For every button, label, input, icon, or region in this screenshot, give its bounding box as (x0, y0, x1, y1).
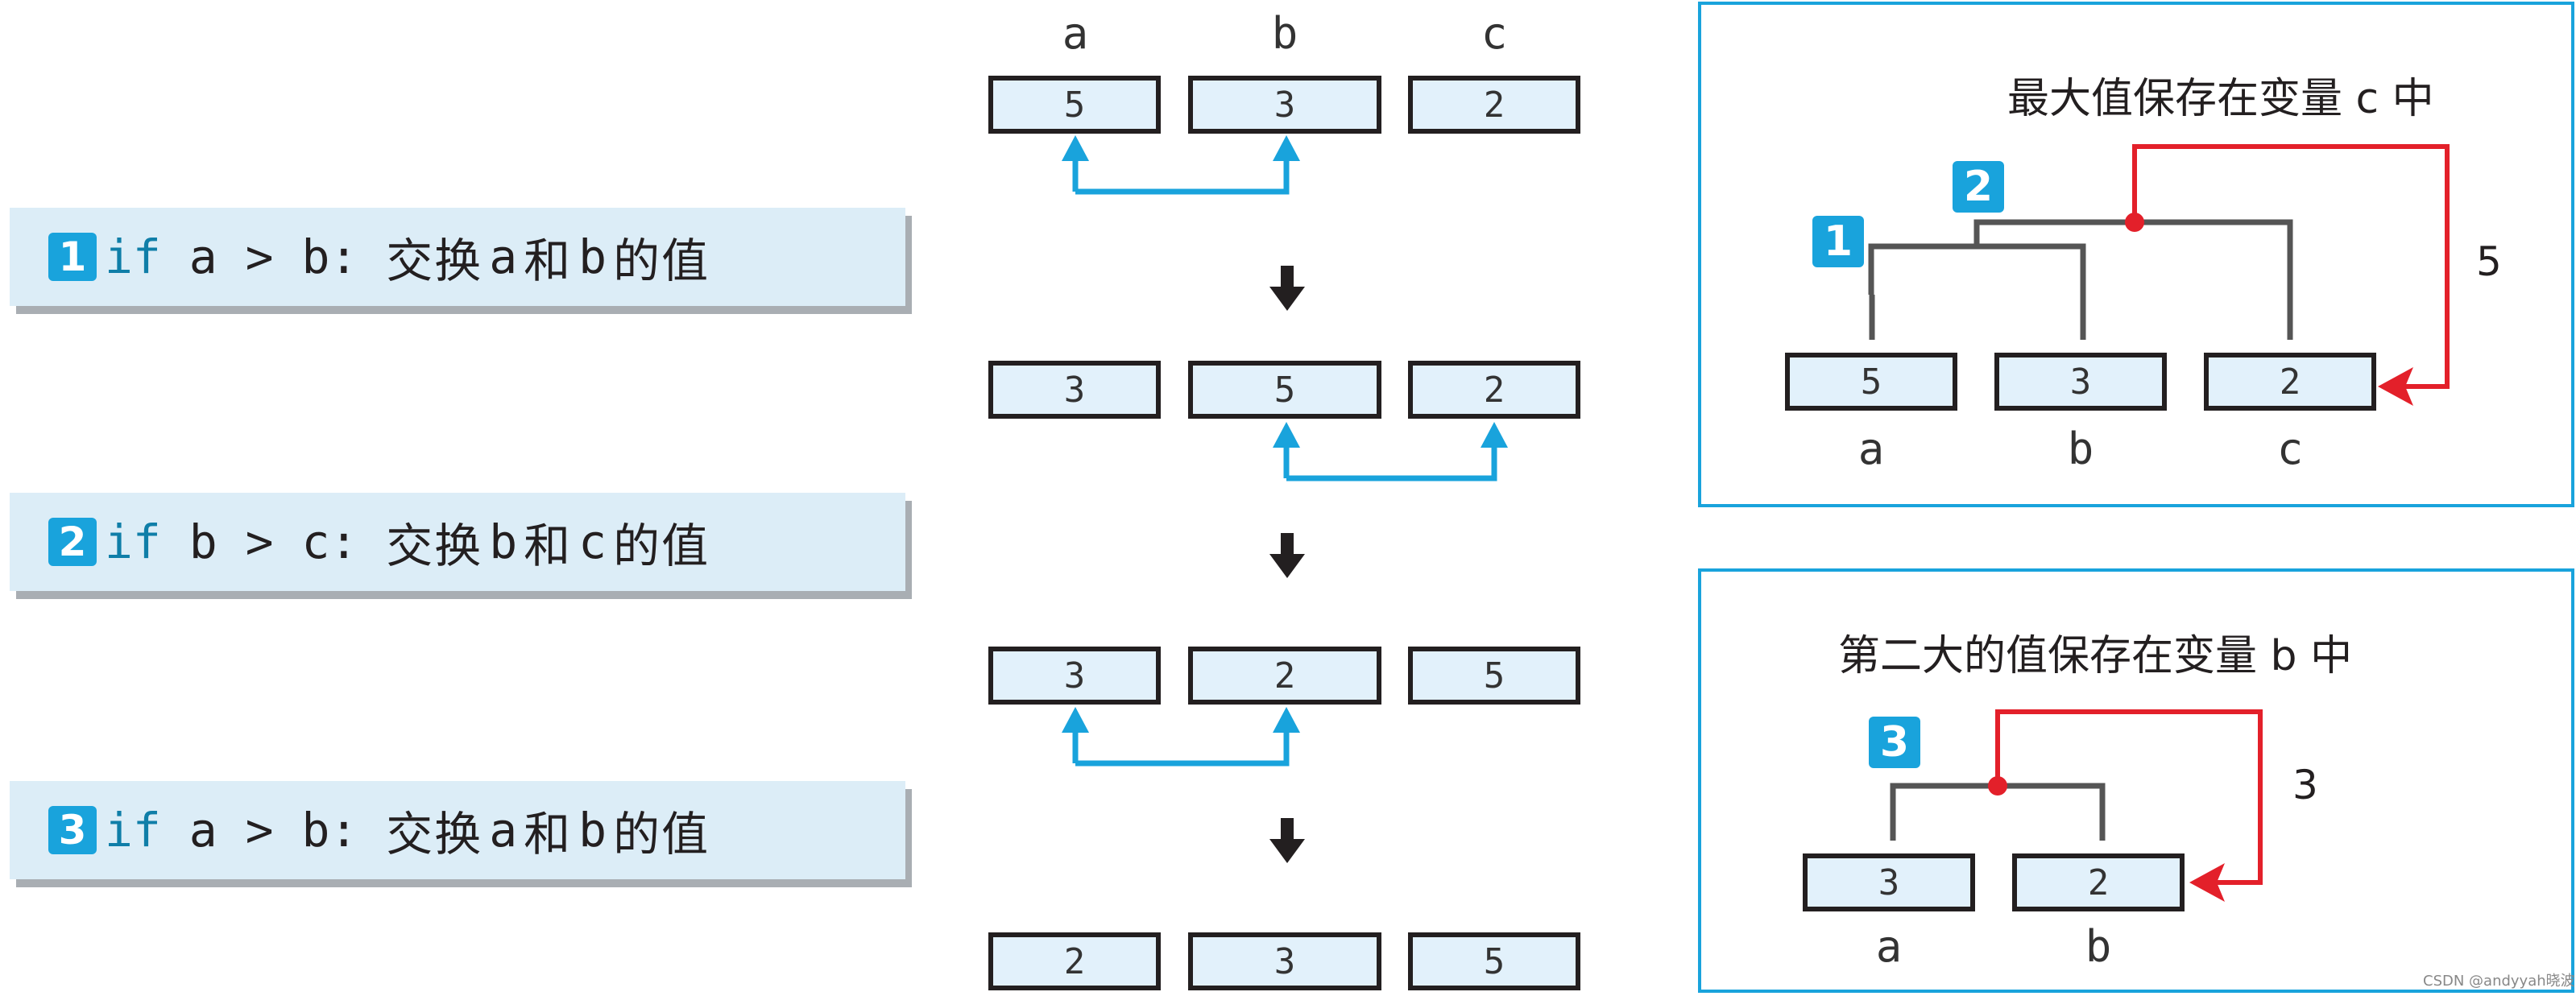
action-suffix: 的值 (613, 519, 710, 573)
swap-arrow-2-head-right (1481, 422, 1508, 448)
swap-arrow-1-head-right (1273, 135, 1300, 161)
var-1: a (489, 229, 518, 284)
column-label-b: b (1271, 8, 1298, 59)
column-label-c: c (1481, 8, 1508, 59)
swap-arrow-2 (1283, 428, 1497, 481)
comparison-tag-3: 3 (1869, 717, 1920, 768)
condition: a > b: (160, 803, 387, 858)
swap-arrow-3 (1072, 713, 1290, 767)
var-2: b (578, 803, 607, 858)
var-1: b (489, 515, 518, 569)
step-number-badge: 1 (48, 233, 97, 281)
comparison-tag-2: 2 (1953, 161, 2004, 213)
second-max-panel: 第二大的值保存在变量 b 中 3 3 2 a b 3 (1698, 568, 2574, 993)
comparison-tag-1: 1 (1812, 216, 1864, 267)
label-b: b (2067, 424, 2094, 474)
action-suffix: 的值 (613, 807, 710, 862)
action-suffix: 的值 (613, 234, 710, 288)
and-word: 和 (524, 807, 573, 862)
and-word: 和 (524, 234, 573, 288)
condition: b > c: (160, 515, 387, 569)
action-verb: 交换 (386, 807, 483, 862)
value-box-a: 3 (1803, 853, 1975, 911)
value-box-b: 3 (1994, 353, 2167, 411)
step-2-bar: 2 if b > c: 交换 b 和 c 的值 (10, 493, 905, 591)
label-c: c (2276, 424, 2304, 474)
panel-title: 最大值保存在变量 c 中 (2007, 75, 2434, 123)
state-4-c-box: 5 (1408, 932, 1580, 990)
down-arrow-icon (1269, 533, 1305, 578)
down-arrow-icon (1269, 818, 1305, 863)
swap-arrow-1-head-left (1062, 135, 1089, 161)
state-1-c-box: 2 (1408, 76, 1580, 134)
state-3-b-box: 2 (1188, 647, 1381, 705)
state-3-c-box: 5 (1408, 647, 1580, 705)
step-number-badge: 3 (48, 806, 97, 854)
step-1-bar: 1 if a > b: 交换 a 和 b 的值 (10, 208, 905, 306)
var-1: a (489, 803, 518, 858)
value-box-b: 2 (2012, 853, 2185, 911)
swap-arrow-2-head-left (1273, 422, 1300, 448)
value-box-a: 5 (1785, 353, 1957, 411)
label-a: a (1875, 921, 1903, 972)
comparison-tree (1890, 709, 2263, 902)
panel-title: 第二大的值保存在变量 b 中 (1838, 632, 2353, 680)
moved-value-label: 3 (2292, 762, 2318, 808)
column-label-a: a (1062, 8, 1089, 59)
swap-arrow-3-head-right (1273, 707, 1300, 733)
swap-arrow-3-head-left (1062, 707, 1089, 733)
action-verb: 交换 (386, 234, 483, 288)
if-keyword: if (105, 515, 161, 569)
step-number-badge: 2 (48, 518, 97, 566)
label-a: a (1857, 424, 1885, 474)
swap-arrow-1 (1072, 142, 1290, 195)
state-1-a-box: 5 (988, 76, 1161, 134)
var-2: c (578, 515, 607, 569)
state-2-a-box: 3 (988, 361, 1161, 419)
max-value-panel: 最大值保存在变量 c 中 1 2 5 3 2 a b c 5 (1698, 2, 2574, 507)
condition: a > b: (160, 229, 387, 284)
state-2-b-box: 5 (1188, 361, 1381, 419)
value-box-c: 2 (2204, 353, 2376, 411)
action-verb: 交换 (386, 519, 483, 573)
state-2-c-box: 2 (1408, 361, 1580, 419)
step-3-bar: 3 if a > b: 交换 a 和 b 的值 (10, 781, 905, 879)
state-1-b-box: 3 (1188, 76, 1381, 134)
state-3-a-box: 3 (988, 647, 1161, 705)
and-word: 和 (524, 519, 573, 573)
label-b: b (2085, 921, 2112, 972)
var-2: b (578, 229, 607, 284)
moved-value-label: 5 (2476, 238, 2502, 285)
if-keyword: if (105, 229, 161, 284)
down-arrow-icon (1269, 266, 1305, 311)
state-4-b-box: 3 (1188, 932, 1381, 990)
watermark: CSDN @andyyah晓波 (2423, 973, 2575, 990)
state-4-a-box: 2 (988, 932, 1161, 990)
if-keyword: if (105, 803, 161, 858)
tournament-tree (1868, 144, 2450, 406)
